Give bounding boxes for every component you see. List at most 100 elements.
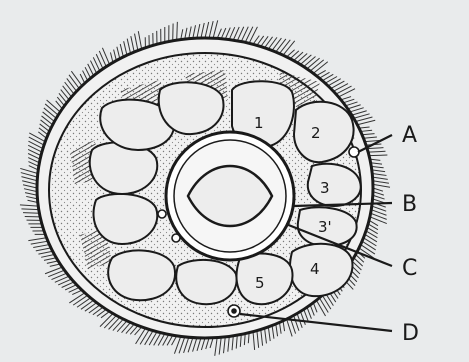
bristle — [356, 117, 373, 122]
bristle — [63, 86, 72, 97]
bristle — [61, 90, 69, 100]
bristle — [372, 170, 385, 172]
bristle — [138, 31, 141, 49]
segment-number-3: 3 — [320, 179, 330, 197]
bristle — [361, 130, 373, 131]
bristle — [136, 328, 146, 344]
bristle — [300, 311, 305, 324]
central-canal — [166, 132, 294, 260]
bristle — [44, 258, 56, 261]
bristle — [47, 261, 58, 264]
bristle — [65, 82, 74, 94]
bristle — [221, 28, 226, 39]
bristle — [41, 254, 54, 257]
bristle — [261, 329, 263, 345]
bristle — [20, 205, 38, 206]
bristle — [307, 307, 311, 318]
bristle — [145, 331, 153, 345]
bristle — [357, 120, 375, 125]
bristle — [310, 305, 314, 316]
bristle — [149, 332, 157, 345]
bristle — [29, 137, 44, 145]
bristle — [205, 22, 209, 38]
bristle — [368, 151, 385, 152]
callout-label-a: A — [402, 123, 417, 148]
bristle — [89, 305, 100, 313]
bristle — [102, 48, 109, 65]
bristle — [265, 328, 267, 343]
bristle — [81, 300, 94, 309]
bristle — [100, 313, 113, 326]
bristle — [343, 99, 354, 103]
bristle — [265, 37, 273, 48]
bristle — [109, 317, 120, 329]
segment-number-3-prime: 3' — [318, 218, 332, 236]
bristle — [294, 52, 303, 60]
bristle — [283, 41, 295, 55]
bristle — [201, 23, 204, 38]
bristle — [23, 185, 37, 188]
bristle — [114, 50, 117, 61]
bristle — [44, 108, 56, 118]
bristle — [272, 326, 274, 339]
cell-bottom-left — [108, 250, 175, 300]
bristle — [26, 196, 37, 198]
bristle — [209, 21, 213, 38]
bristle — [21, 177, 37, 181]
bristle — [279, 322, 281, 333]
bristle — [354, 258, 363, 266]
bristle — [117, 321, 127, 332]
bristle — [24, 189, 37, 192]
bristle — [373, 184, 390, 187]
bristle — [319, 298, 328, 313]
bristle — [373, 177, 388, 179]
bristle — [69, 75, 79, 89]
bristle — [363, 238, 376, 246]
bristle — [336, 86, 352, 94]
bristle — [188, 338, 193, 353]
bristle — [193, 338, 197, 352]
bristle — [126, 324, 134, 333]
segment-number-2: 2 — [311, 124, 321, 142]
bristle — [232, 336, 233, 350]
bristle — [85, 303, 97, 312]
bristle — [124, 41, 127, 55]
bristle — [304, 309, 309, 321]
bristle — [279, 40, 290, 54]
bristle — [236, 335, 237, 348]
segment-number-1: 1 — [254, 114, 264, 132]
bristle — [93, 307, 103, 315]
bristle — [113, 319, 123, 330]
bristle — [21, 173, 38, 178]
bristle — [131, 36, 134, 52]
bristle — [69, 293, 84, 303]
bristle — [41, 120, 51, 128]
cell-3 — [308, 164, 361, 206]
bristle — [272, 38, 281, 50]
bristle — [346, 102, 358, 106]
bristle — [117, 47, 120, 59]
bristle — [28, 141, 42, 148]
bristle — [354, 114, 370, 118]
bristle — [25, 193, 37, 196]
bristle — [73, 295, 87, 305]
bristle — [350, 108, 364, 112]
bristle — [42, 116, 53, 125]
bristle — [362, 241, 376, 250]
bristle — [257, 331, 259, 348]
bristle — [28, 238, 46, 241]
bristle — [104, 315, 116, 328]
bristle — [365, 234, 377, 241]
bristle — [21, 209, 38, 210]
segment-number-4: 4 — [310, 260, 320, 278]
bristle — [310, 60, 324, 71]
bristle — [373, 181, 389, 184]
cell-4 — [290, 244, 352, 296]
bristle — [228, 336, 229, 351]
bristle — [120, 44, 123, 57]
bristle — [300, 55, 311, 65]
bristle — [363, 137, 376, 138]
bristle — [177, 22, 178, 40]
cell-bottom-mid — [176, 260, 236, 304]
bristle — [67, 78, 77, 91]
